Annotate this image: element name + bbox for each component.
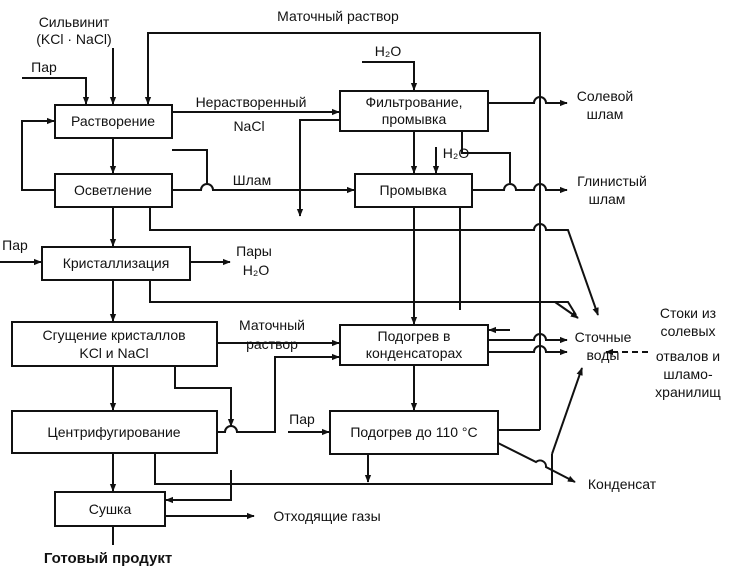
flow-crystallization-wastewater-tip <box>554 301 579 319</box>
drying-label: Сушка <box>89 501 132 517</box>
crystallization-box <box>41 246 191 281</box>
filtration-label-1: Фильтрование, <box>365 94 462 110</box>
flow-mother-liquor-loop <box>144 32 541 430</box>
flow-condensers-wastewater-1 <box>488 333 568 344</box>
runoff-label-1: Стоки из <box>660 305 716 321</box>
final-product-label: Готовый продукт <box>44 550 172 567</box>
salt-sludge-label-1: Солевой <box>577 88 633 104</box>
flow-return-wastewater <box>551 367 583 455</box>
dissolution-label: Растворение <box>71 113 155 129</box>
crystallization-label: Кристаллизация <box>63 255 170 271</box>
mother-liquor-mid-label-1: Маточный <box>239 317 305 333</box>
undissolved-label-1: Нерастворенный <box>196 94 307 110</box>
flow-centrifuging-up <box>217 353 340 433</box>
flow-dissolution-branch <box>172 149 208 184</box>
water-washing-label: H₂O <box>443 145 470 161</box>
flow-steam-dissolution <box>22 77 90 105</box>
flow-clay-sludge <box>472 183 568 194</box>
steam-heating-label: Пар <box>289 411 315 427</box>
washing-box <box>354 173 473 208</box>
flow-drying-inflow <box>165 470 232 504</box>
flow-filtration-left-down <box>299 119 340 190</box>
runoff-label-4: шламо- <box>663 366 713 382</box>
flow-salt-sludge <box>488 96 568 107</box>
salt-sludge-label-2: шлам <box>587 106 624 122</box>
heating-110-label: Подогрев до 110 °С <box>350 424 477 440</box>
runoff-label-3: отвалов и <box>656 348 720 364</box>
sludge-label: Шлам <box>233 172 271 188</box>
wastewater-label-2: воды <box>587 347 620 363</box>
condensate-label: Конденсат <box>588 476 657 492</box>
centrifuging-label: Центрифугирование <box>47 424 180 440</box>
flow-thickening-branch <box>174 366 235 427</box>
mother-liquor-top-label: Маточный раствор <box>277 8 399 24</box>
undissolved-label-2: NaCl <box>233 118 264 134</box>
flow-condensers-wastewater-2 <box>488 345 568 356</box>
wastewater-label-1: Сточные <box>575 329 632 345</box>
centrifuging-box <box>11 410 218 454</box>
thickening-label-1: Сгущение кристаллов <box>42 327 185 343</box>
clarification-label: Осветление <box>74 182 152 198</box>
drying-box <box>54 491 166 527</box>
off-gases-label: Отходящие газы <box>273 508 380 524</box>
flow-recycle-clarification <box>21 117 55 191</box>
heating-condensers-label-2: конденсаторах <box>366 345 463 361</box>
water-filtration-label: H₂O <box>375 43 402 59</box>
clay-sludge-label-2: шлам <box>589 191 626 207</box>
steam-dissolution-label: Пар <box>31 59 57 75</box>
flow-water-filtration <box>362 61 418 91</box>
flow-sludge-to-washing <box>172 183 355 194</box>
raw-material-formula: (KCl · NaCl) <box>36 31 111 47</box>
thickening-label-2: KCl и NaCl <box>79 345 148 361</box>
steam-crystallization-label: Пар <box>2 237 28 253</box>
flow-filtration-right-down <box>461 131 511 183</box>
runoff-label-5: хранилищ <box>655 384 721 400</box>
flow-centrifuging-branch <box>154 453 553 485</box>
flow-clarification-wastewater <box>149 207 599 316</box>
vapors-label-2: H₂O <box>243 262 270 278</box>
clay-sludge-label-1: Глинистый <box>577 173 647 189</box>
raw-material-label: Сильвинит <box>39 14 110 30</box>
vapors-label-1: Пары <box>236 243 272 259</box>
flow-crystallization-wastewater <box>149 280 577 316</box>
flow-condensate <box>497 442 576 483</box>
heating-condensers-label-1: Подогрев в <box>378 328 451 344</box>
filtration-label-2: промывка <box>382 111 447 127</box>
mother-liquor-mid-label-2: раствор <box>246 336 298 352</box>
heating-110-box <box>329 410 499 455</box>
washing-label: Промывка <box>380 182 447 198</box>
runoff-label-2: солевых <box>660 323 715 339</box>
